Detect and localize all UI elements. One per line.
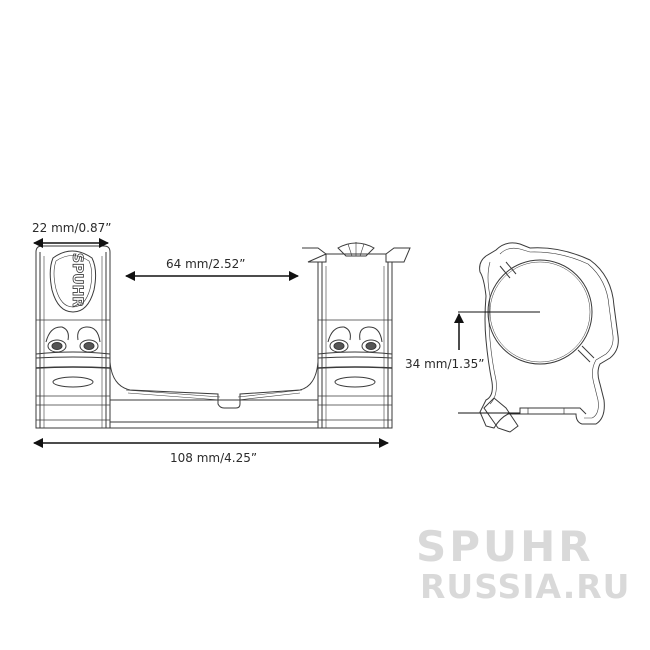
side-view xyxy=(479,242,619,433)
mount-base xyxy=(109,361,319,429)
watermark-line2: RUSSIA.RU xyxy=(420,567,631,606)
ring-width-label: 22 mm/0.87” xyxy=(32,221,112,235)
watermark-line1: SPUHR xyxy=(416,522,594,571)
height-label: 34 mm/1.35” xyxy=(405,357,485,371)
right-ring xyxy=(302,242,411,429)
ring-spacing-label: 64 mm/2.52” xyxy=(166,257,246,271)
total-length-label: 108 mm/4.25” xyxy=(170,451,258,465)
spuhr-engraving: SPUHR xyxy=(69,253,85,307)
dimension-lines xyxy=(33,238,540,448)
left-ring xyxy=(35,245,111,429)
